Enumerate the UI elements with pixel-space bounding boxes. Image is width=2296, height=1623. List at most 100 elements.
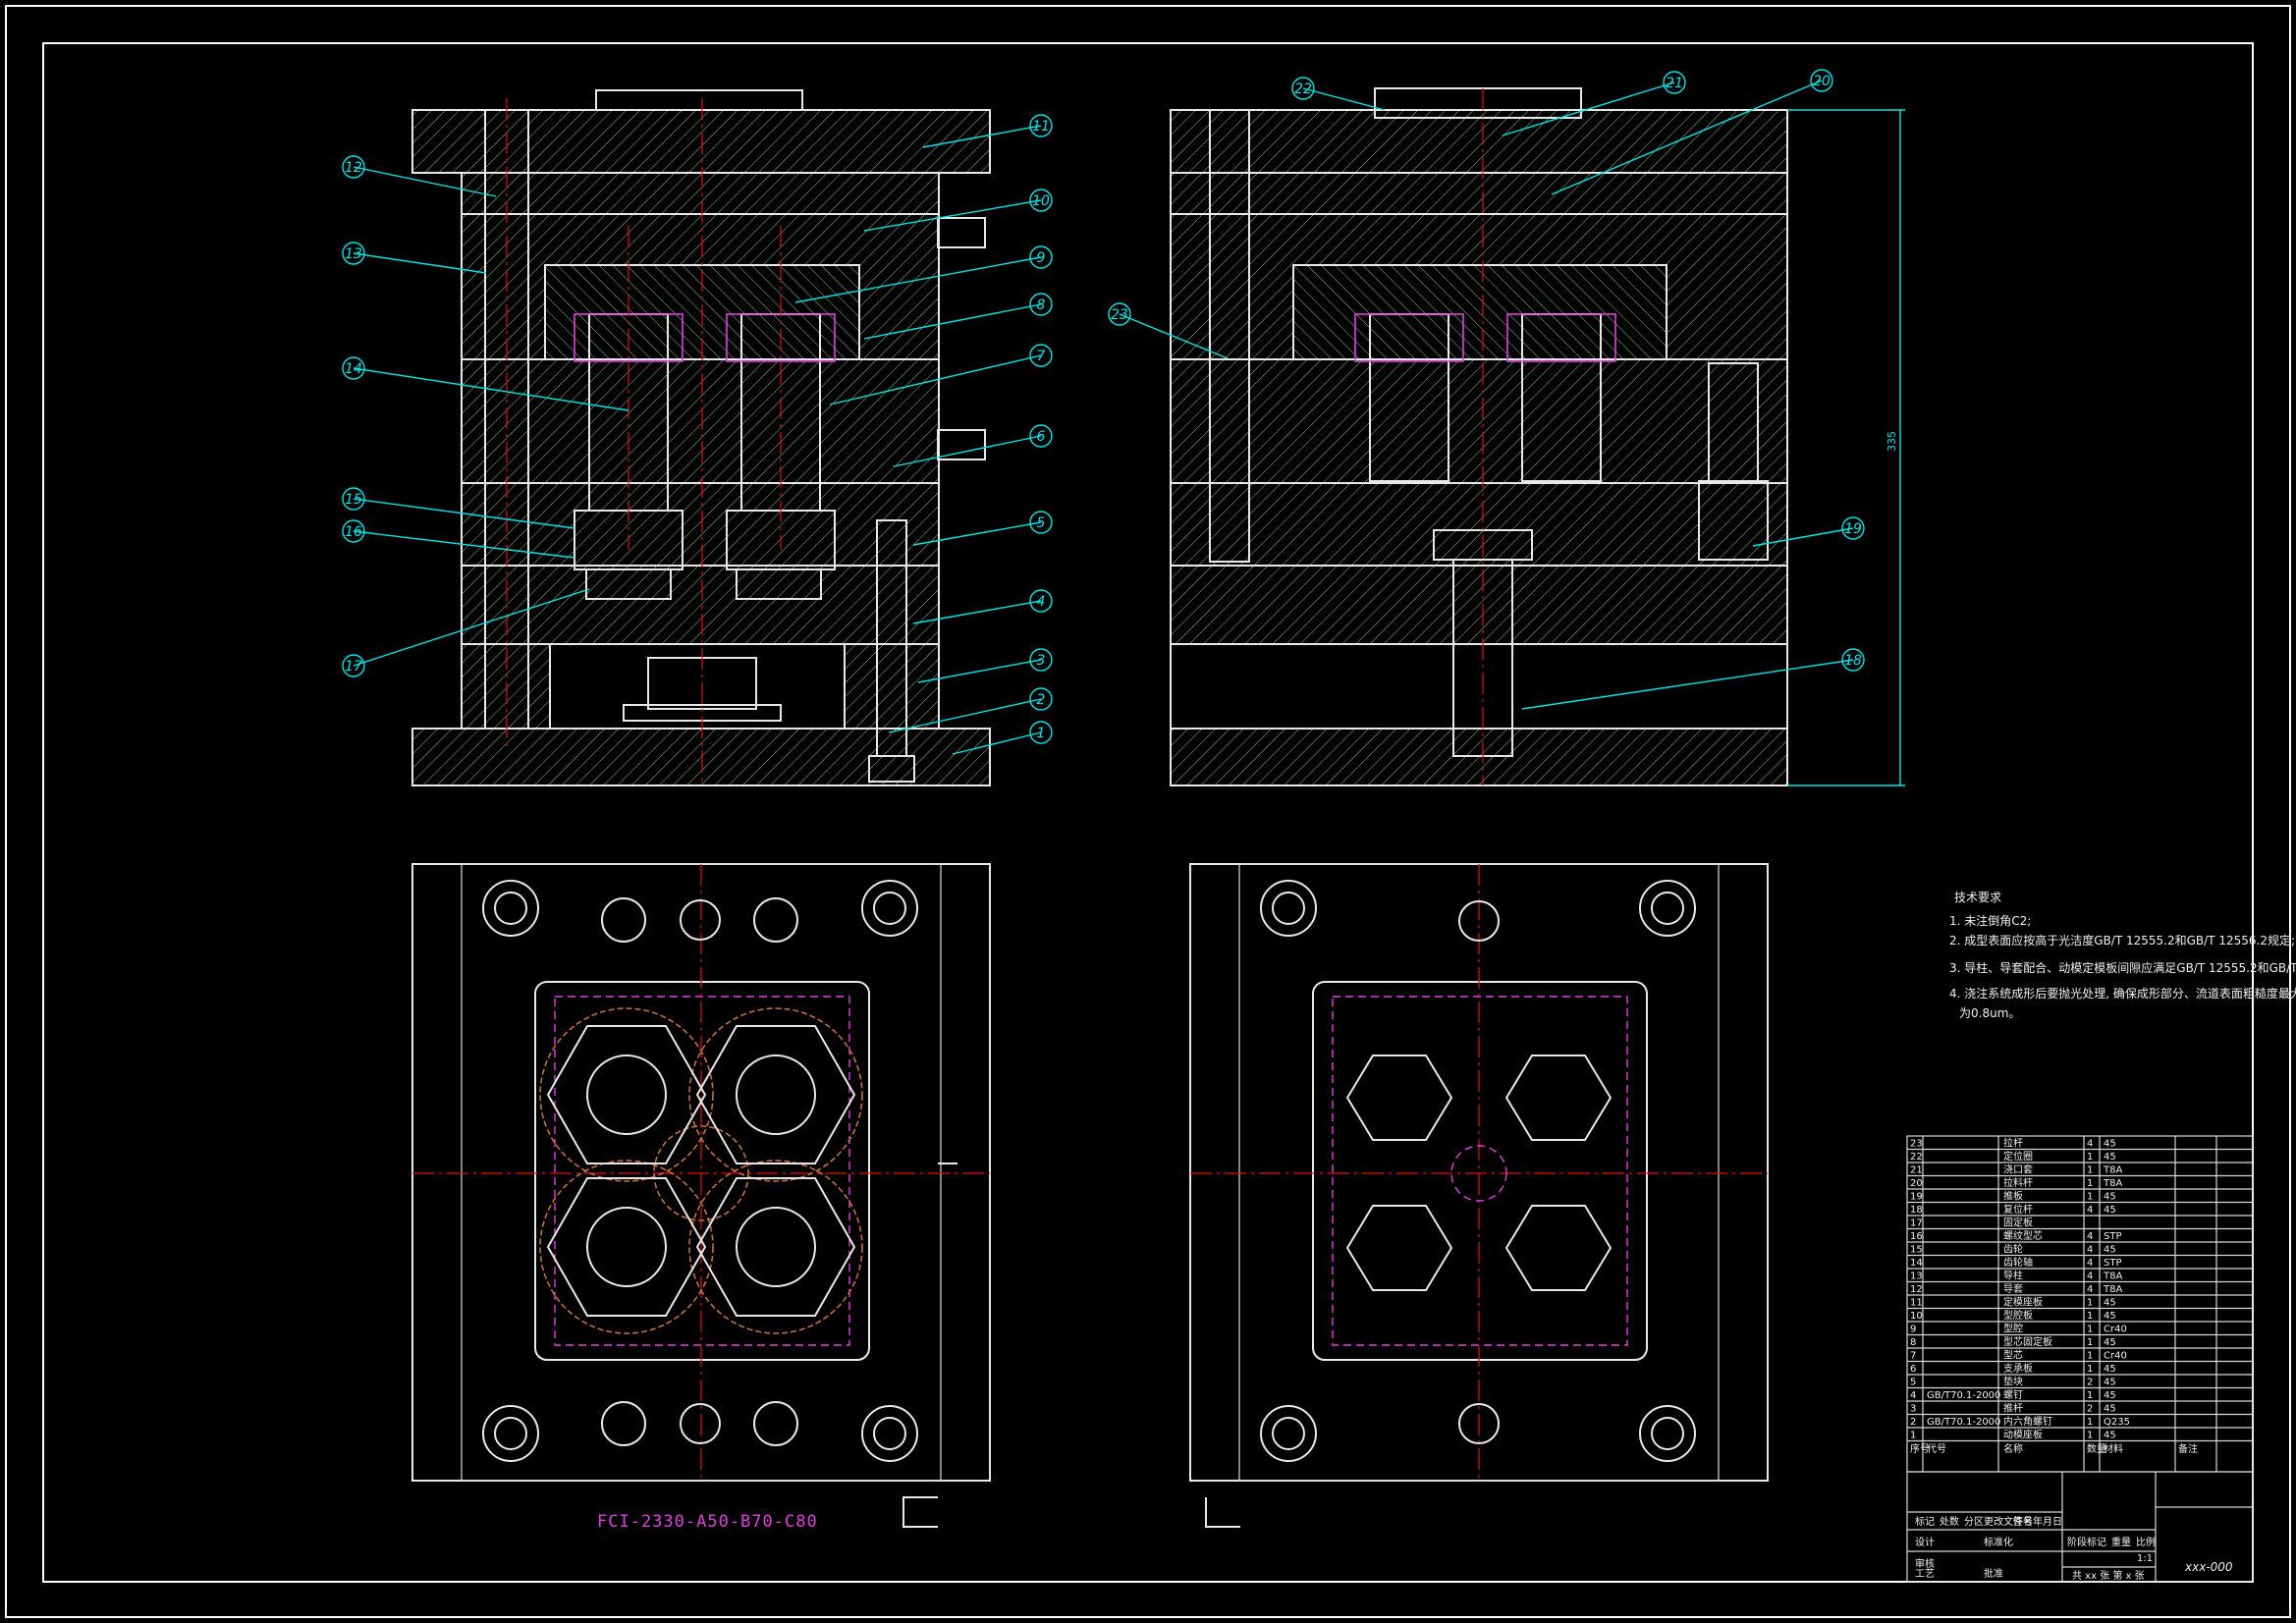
bom-cell-name: 螺钉 xyxy=(2003,1389,2023,1401)
balloon-circle xyxy=(1029,114,1053,137)
bom-cell-qty: 1 xyxy=(2087,1364,2093,1375)
balloon-label: 11 xyxy=(1032,119,1050,135)
sheet-border-inner xyxy=(42,42,2254,1583)
balloon-label: 8 xyxy=(1037,298,1046,313)
bom-cell-mat: T8A xyxy=(2103,1178,2122,1189)
note-line: 3. 导柱、导套配合、动模定模板间隙应满足GB/T 12555.2和GB/T 1… xyxy=(1949,960,2296,975)
moving-half-plan-view: FCI-2330-A50-B70-C80 xyxy=(411,863,991,1532)
bom-cell-no: 18 xyxy=(1910,1205,1923,1216)
balloon-circle xyxy=(1841,648,1865,672)
bom-cell-no: 6 xyxy=(1910,1364,1916,1375)
balloon-label: 13 xyxy=(345,246,362,262)
bom-cell-no: 10 xyxy=(1910,1311,1923,1322)
bom-cell-name: 垫块 xyxy=(2003,1376,2023,1388)
bom-cell-mat: T8A xyxy=(2103,1284,2122,1295)
balloon-label: 16 xyxy=(345,524,362,540)
balloon-label: 17 xyxy=(345,659,362,675)
bom-cell-mat: 45 xyxy=(2104,1337,2116,1348)
bom-cell-name: 型芯固定板 xyxy=(2003,1335,2052,1348)
bom-cell-name: 导柱 xyxy=(2003,1270,2023,1282)
balloon-label: 3 xyxy=(1037,653,1046,669)
balloon-circle xyxy=(1029,245,1053,269)
balloon-label: 2 xyxy=(1037,692,1046,708)
bom-cell-name: 螺纹型芯 xyxy=(2003,1229,2043,1242)
bom-cell-qty: 4 xyxy=(2087,1245,2093,1256)
part-code-label: FCI-2330-A50-B70-C80 xyxy=(597,1512,818,1532)
bom-cell-mat: 45 xyxy=(2104,1152,2116,1163)
bom-cell-no: 21 xyxy=(1910,1165,1923,1176)
balloon-circle xyxy=(342,654,365,677)
bom-cell-no: 14 xyxy=(1910,1258,1923,1269)
bom-cell-name: 复位杆 xyxy=(2003,1203,2033,1216)
tb-label: 处数 xyxy=(1940,1515,1959,1528)
bom-cell-qty: 1 xyxy=(2087,1311,2093,1322)
note-line: 为0.8um。 xyxy=(1959,1006,2020,1020)
tb-label: 审核 xyxy=(1915,1557,1935,1570)
balloon-label: 9 xyxy=(1037,250,1046,266)
bom-cell-mat: Q235 xyxy=(2104,1417,2130,1428)
balloon-circle xyxy=(1841,516,1865,540)
note-line: 4. 浇注系统成形后要抛光处理, 确保成形部分、流道表面粗糙度最大值Ra最大允许… xyxy=(1949,986,2296,1001)
bom-cell-code: GB/T70.1-2000 xyxy=(1927,1417,2000,1428)
balloon-label: 21 xyxy=(1666,76,1683,91)
bom-cell-qty: 4 xyxy=(2087,1258,2093,1269)
balloon-circle xyxy=(342,242,365,265)
balloon-circle xyxy=(1108,302,1131,326)
bom-cell-qty: 2 xyxy=(2087,1404,2093,1415)
bom-cell-qty: 1 xyxy=(2087,1325,2093,1335)
balloon-circle xyxy=(1029,721,1053,744)
bom-cell-no: 3 xyxy=(1910,1404,1916,1415)
balloon-circle xyxy=(1810,69,1833,92)
bom-cell-name: 浇口套 xyxy=(2003,1163,2033,1176)
bom-cell-mat: 45 xyxy=(2104,1378,2116,1388)
bom-cell-mat: 45 xyxy=(2104,1311,2116,1322)
tb-label: 批准 xyxy=(1984,1567,2003,1580)
bom-cell-no: 2 xyxy=(1910,1417,1916,1428)
technical-notes: 技术要求 1. 未注倒角C2; 2. 成型表面应按高于光洁度GB/T 12555… xyxy=(1949,891,2296,1020)
balloon-label: 15 xyxy=(345,492,362,508)
bom-cell-no: 11 xyxy=(1910,1298,1923,1309)
bom-cell-no: 7 xyxy=(1910,1351,1916,1362)
tb-label: 阶段标记 xyxy=(2067,1536,2106,1548)
bom-cell-no: 17 xyxy=(1910,1218,1923,1229)
balloon-circle xyxy=(342,487,365,511)
bom-cell-name: 定位圈 xyxy=(2003,1150,2033,1163)
bom-cell-qty: 4 xyxy=(2087,1231,2093,1242)
notes-title: 技术要求 xyxy=(1954,891,2001,904)
bom-cell-mat: Cr40 xyxy=(2104,1351,2127,1362)
bom-cell-name: 型腔板 xyxy=(2003,1309,2033,1322)
bom-cell-mat: STP xyxy=(2104,1258,2122,1269)
balloon-circle xyxy=(342,155,365,179)
note-line: 2. 成型表面应按高于光洁度GB/T 12555.2和GB/T 12556.2规… xyxy=(1949,933,2295,947)
tb-label: 更改文件号 xyxy=(1984,1515,2033,1528)
bom-cell-mat: 45 xyxy=(2104,1364,2116,1375)
bom-cell-name: 拉杆 xyxy=(2003,1137,2023,1150)
balloon-circle xyxy=(1029,648,1053,672)
balloon-leaders xyxy=(353,80,1854,755)
tb-label: 年月日 xyxy=(2033,1515,2062,1528)
bom-cell-no: 16 xyxy=(1910,1231,1923,1242)
bom-cell-no: 8 xyxy=(1910,1337,1916,1348)
bom-header-name: 名称 xyxy=(2003,1442,2023,1455)
bom-cell-name: 导套 xyxy=(2003,1282,2023,1295)
bom-header-note: 备注 xyxy=(2178,1442,2198,1455)
bom-cell-no: 13 xyxy=(1910,1271,1923,1282)
bom-cell-name: 支承板 xyxy=(2003,1362,2033,1375)
tb-label: 设计 xyxy=(1915,1536,1935,1548)
balloon-circle xyxy=(1029,189,1053,212)
bom-header-code: 代号 xyxy=(1927,1443,1946,1455)
bom-cell-no: 19 xyxy=(1910,1192,1923,1203)
bom-cell-mat: 45 xyxy=(2104,1205,2116,1216)
bom-cell-name: 推板 xyxy=(2003,1190,2023,1203)
bom-cell-no: 22 xyxy=(1910,1152,1923,1163)
balloon-label: 5 xyxy=(1037,515,1046,531)
bom-header-qty: 数量 xyxy=(2087,1442,2106,1455)
bom-cell-qty: 4 xyxy=(2087,1205,2093,1216)
bom-cell-no: 20 xyxy=(1910,1178,1923,1189)
bom-cell-qty: 1 xyxy=(2087,1192,2093,1203)
bom-cell-name: 动模座板 xyxy=(2003,1429,2043,1441)
bom-cell-qty: 1 xyxy=(2087,1417,2093,1428)
bom-cell-name: 齿轮 xyxy=(2003,1243,2023,1256)
